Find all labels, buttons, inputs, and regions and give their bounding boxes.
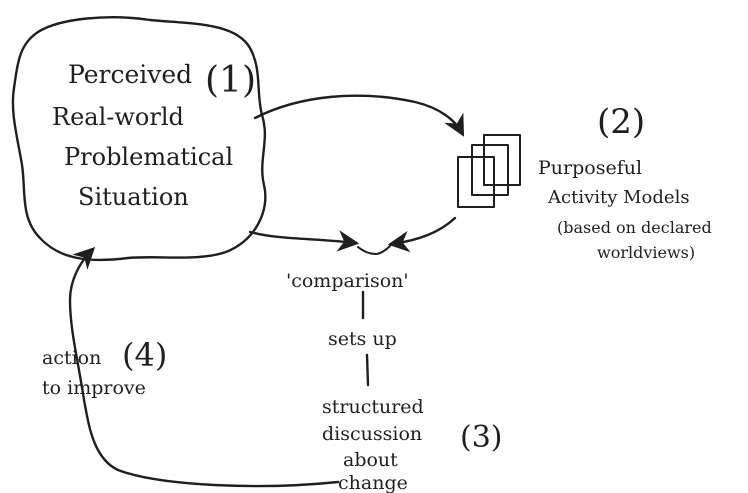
comparison-junction [357, 245, 391, 255]
arrow-situation-to-models [253, 94, 465, 137]
node-1-line-0: Perceived [68, 60, 192, 89]
node-3-label: structured discussion (3) about change [322, 396, 503, 493]
node-3-number: (3) [460, 420, 503, 455]
node-1-line-2: Problematical [64, 143, 233, 171]
node-3-line-3: change [338, 472, 408, 493]
situation-cloud-shape [11, 16, 267, 262]
node-4-label: action (4) to improve [42, 336, 167, 399]
node-1-line-1: Real-world [52, 103, 184, 131]
node-3-line-2: about [343, 449, 398, 471]
node-4-line-1: to improve [42, 377, 146, 399]
line-setsup-to-discussion [365, 353, 370, 387]
comparison-label: 'comparison' [286, 270, 409, 292]
node-4-number: (4) [122, 336, 167, 374]
node-2-number: (2) [597, 102, 645, 142]
node-2-line-2: (based on declared [557, 218, 712, 237]
node-2-line-0: Purposeful [538, 157, 642, 179]
arrow-models-to-comparison [387, 216, 457, 253]
node-3-line-1: discussion [322, 423, 422, 445]
node-4-line-0: action [42, 347, 101, 369]
node-1-label: Perceived (1) Real-world Problematical S… [52, 60, 256, 211]
node-3-line-0: structured [322, 396, 424, 418]
node-1-line-3: Situation [78, 183, 189, 211]
node-2-line-3: worldviews) [597, 243, 695, 262]
activity-models-icon [457, 134, 521, 208]
node-1-number: (1) [205, 60, 256, 101]
node-2-line-1: Activity Models [547, 187, 690, 208]
arrow-change-to-situation-loop [68, 246, 340, 488]
sets-up-label: sets up [328, 328, 397, 350]
arrow-situation-to-comparison [248, 230, 360, 252]
node-2-label: (2) Purposeful Activity Models (based on… [538, 102, 712, 262]
